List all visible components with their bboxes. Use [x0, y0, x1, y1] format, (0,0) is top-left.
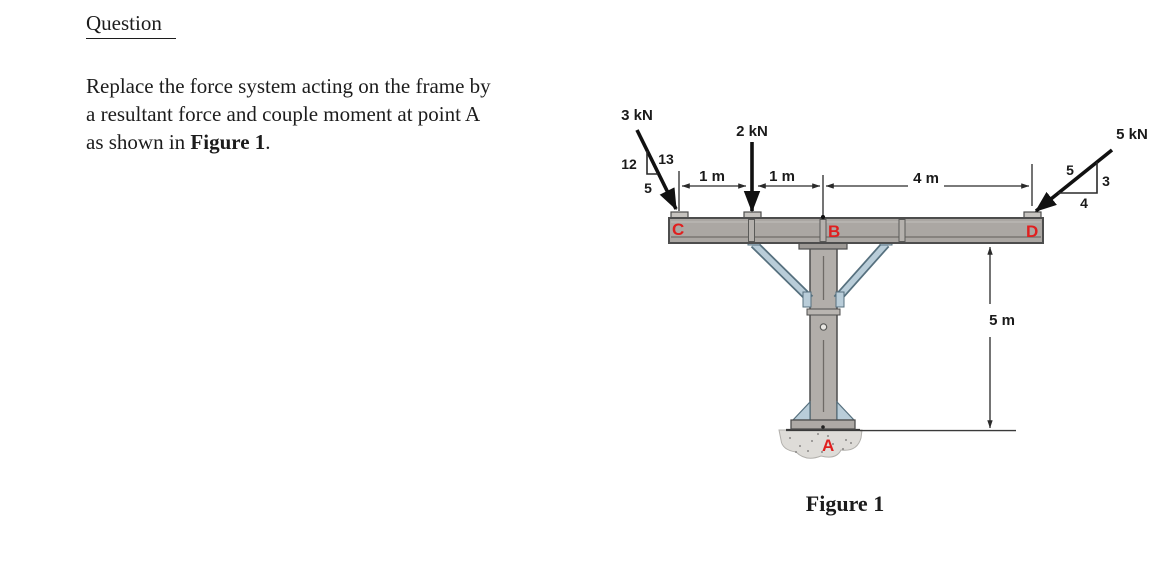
beam-stiffener — [819, 219, 827, 242]
base-plate — [790, 400, 856, 430]
foundation — [778, 429, 863, 459]
question-block: Question Replace the force system acting… — [86, 9, 586, 156]
force-5kN: 5 kN 5 3 4 — [1034, 126, 1148, 213]
point-label-c: C — [672, 220, 684, 239]
dim-label-1m-right: 1 m — [769, 168, 795, 185]
ground-line — [786, 428, 1016, 432]
dimension-lines — [678, 164, 1033, 429]
force-5kN-arrow — [1034, 148, 1114, 213]
point-label-b: B — [828, 222, 840, 241]
point-label-d: D — [1026, 222, 1038, 241]
column — [806, 247, 841, 423]
slope-triangle-3-4-5 — [1058, 162, 1098, 194]
question-line-1: Replace the force system acting on the f… — [86, 74, 491, 98]
brace-right — [833, 239, 893, 308]
figure-reference: Figure 1 — [190, 130, 266, 154]
question-line-3: as shown in Figure 1. — [86, 130, 271, 154]
force-2kN-label: 2 kN — [736, 123, 768, 140]
dim-label-4m: 4 m — [913, 170, 939, 187]
dim-label-5m: 5 m — [989, 312, 1015, 329]
slope-5h: 5 — [1066, 162, 1074, 178]
slope-12: 12 — [621, 156, 637, 172]
force-3kN-label: 3 kN — [621, 107, 653, 124]
force-3kN-arrow — [635, 129, 678, 211]
slope-4: 4 — [1080, 195, 1088, 211]
force-2kN: 2 kN — [736, 123, 768, 213]
question-body: Replace the force system acting on the f… — [86, 72, 586, 156]
slope-3: 3 — [1102, 173, 1110, 189]
dim-label-1m-left: 1 m — [699, 168, 725, 185]
question-line-2: a resultant force and couple moment at p… — [86, 102, 481, 126]
brace-left — [747, 239, 814, 308]
slope-13: 13 — [658, 151, 674, 167]
force-5kN-label: 5 kN — [1116, 126, 1148, 143]
point-b-dot — [820, 214, 826, 220]
point-label-a: A — [822, 436, 834, 455]
bolt-hole — [819, 323, 828, 331]
beam-stiffener — [748, 219, 755, 242]
question-heading: Question — [86, 9, 176, 39]
slope-5: 5 — [644, 180, 652, 196]
slope-triangle-12-5-13 — [646, 151, 658, 175]
beam-stiffener — [898, 219, 906, 242]
force-3kN: 3 kN 12 13 5 — [621, 107, 678, 211]
beam — [668, 211, 1044, 250]
figure-caption: Figure 1 — [805, 491, 885, 516]
